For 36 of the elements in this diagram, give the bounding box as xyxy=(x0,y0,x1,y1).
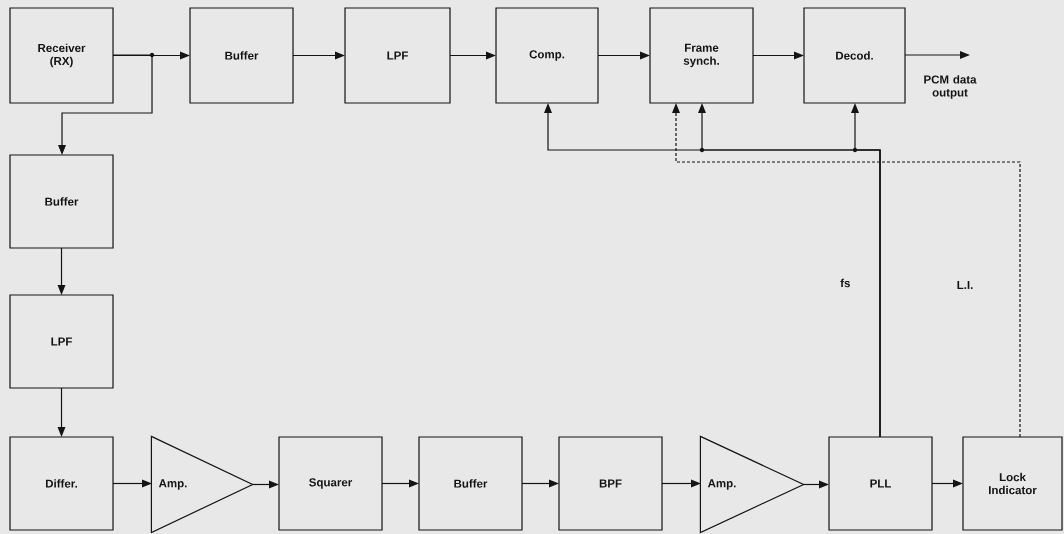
arrow xyxy=(58,54,153,155)
process-box: Squarer xyxy=(278,436,383,531)
arrow xyxy=(904,51,970,59)
arrow xyxy=(521,479,559,488)
process-box: LPF xyxy=(344,7,451,104)
process-box: Frame synch. xyxy=(649,7,754,104)
process-box: Differ. xyxy=(9,436,114,531)
process-box: PLL xyxy=(828,436,933,531)
process-box: Decod. xyxy=(803,7,906,104)
amplifier-triangle: Amp. xyxy=(150,435,254,534)
process-box: Buffer xyxy=(9,154,114,249)
process-box: LPF xyxy=(9,294,114,389)
amplifier-triangle: Amp. xyxy=(699,435,806,534)
process-box: Comp. xyxy=(495,7,599,104)
arrow xyxy=(597,51,650,60)
arrow xyxy=(672,103,1021,438)
arrow xyxy=(449,51,496,60)
arrow xyxy=(381,479,419,488)
arrow xyxy=(802,480,829,489)
arrow xyxy=(851,103,881,438)
arrow xyxy=(112,479,152,488)
output-label: PCM data output xyxy=(924,75,977,99)
arrow xyxy=(292,51,345,60)
edge-label: fs xyxy=(839,277,852,289)
edge-label: L.I. xyxy=(955,280,975,290)
arrow xyxy=(57,387,66,437)
arrow xyxy=(661,479,701,488)
process-box: Buffer xyxy=(189,7,294,104)
process-box: Lock Indicator xyxy=(962,436,1063,531)
process-box: Receiver (RX) xyxy=(9,7,114,104)
process-box: BPF xyxy=(558,436,663,531)
arrow xyxy=(57,247,66,295)
arrow xyxy=(931,479,963,488)
process-box: Buffer xyxy=(418,436,523,531)
arrow xyxy=(251,480,279,489)
arrow xyxy=(752,51,804,60)
